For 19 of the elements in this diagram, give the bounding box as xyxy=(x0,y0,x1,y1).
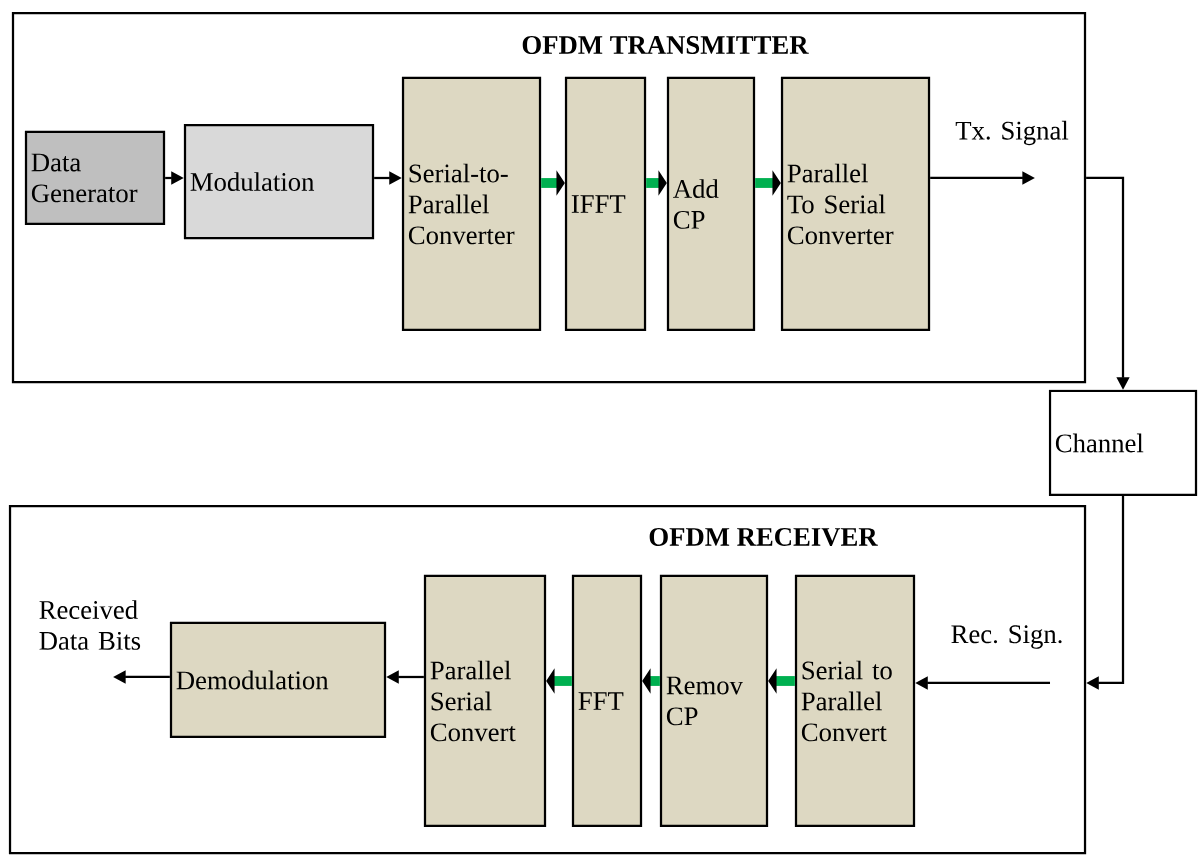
process-box: Parallel To Serial Converter xyxy=(780,76,931,332)
process-box: Serial to Parallel Convert xyxy=(794,574,916,828)
edge-label: Received Data Bits xyxy=(39,600,141,650)
process-box: Remov CP xyxy=(659,574,769,828)
process-box: Parallel Serial Convert xyxy=(423,574,547,828)
block-frame xyxy=(8,504,1087,855)
block-frame xyxy=(11,11,1087,384)
frame-title: OFDM RECEIVER xyxy=(649,527,878,547)
process-box: IFFT xyxy=(564,76,647,332)
process-box: Demodulation xyxy=(169,621,387,739)
frame-title: OFDM TRANSMITTER xyxy=(522,36,809,54)
process-box: Data Generator xyxy=(24,130,166,226)
process-box: FFT xyxy=(571,574,643,828)
process-box: Add CP xyxy=(666,76,756,332)
edge-label: Rec. Sign. xyxy=(951,625,1062,649)
process-box: Serial-to-Parallel Converter xyxy=(401,76,542,332)
process-box: Modulation xyxy=(183,123,375,240)
edge-label: Tx. Signal xyxy=(955,120,1069,146)
process-box: Channel xyxy=(1048,389,1198,497)
